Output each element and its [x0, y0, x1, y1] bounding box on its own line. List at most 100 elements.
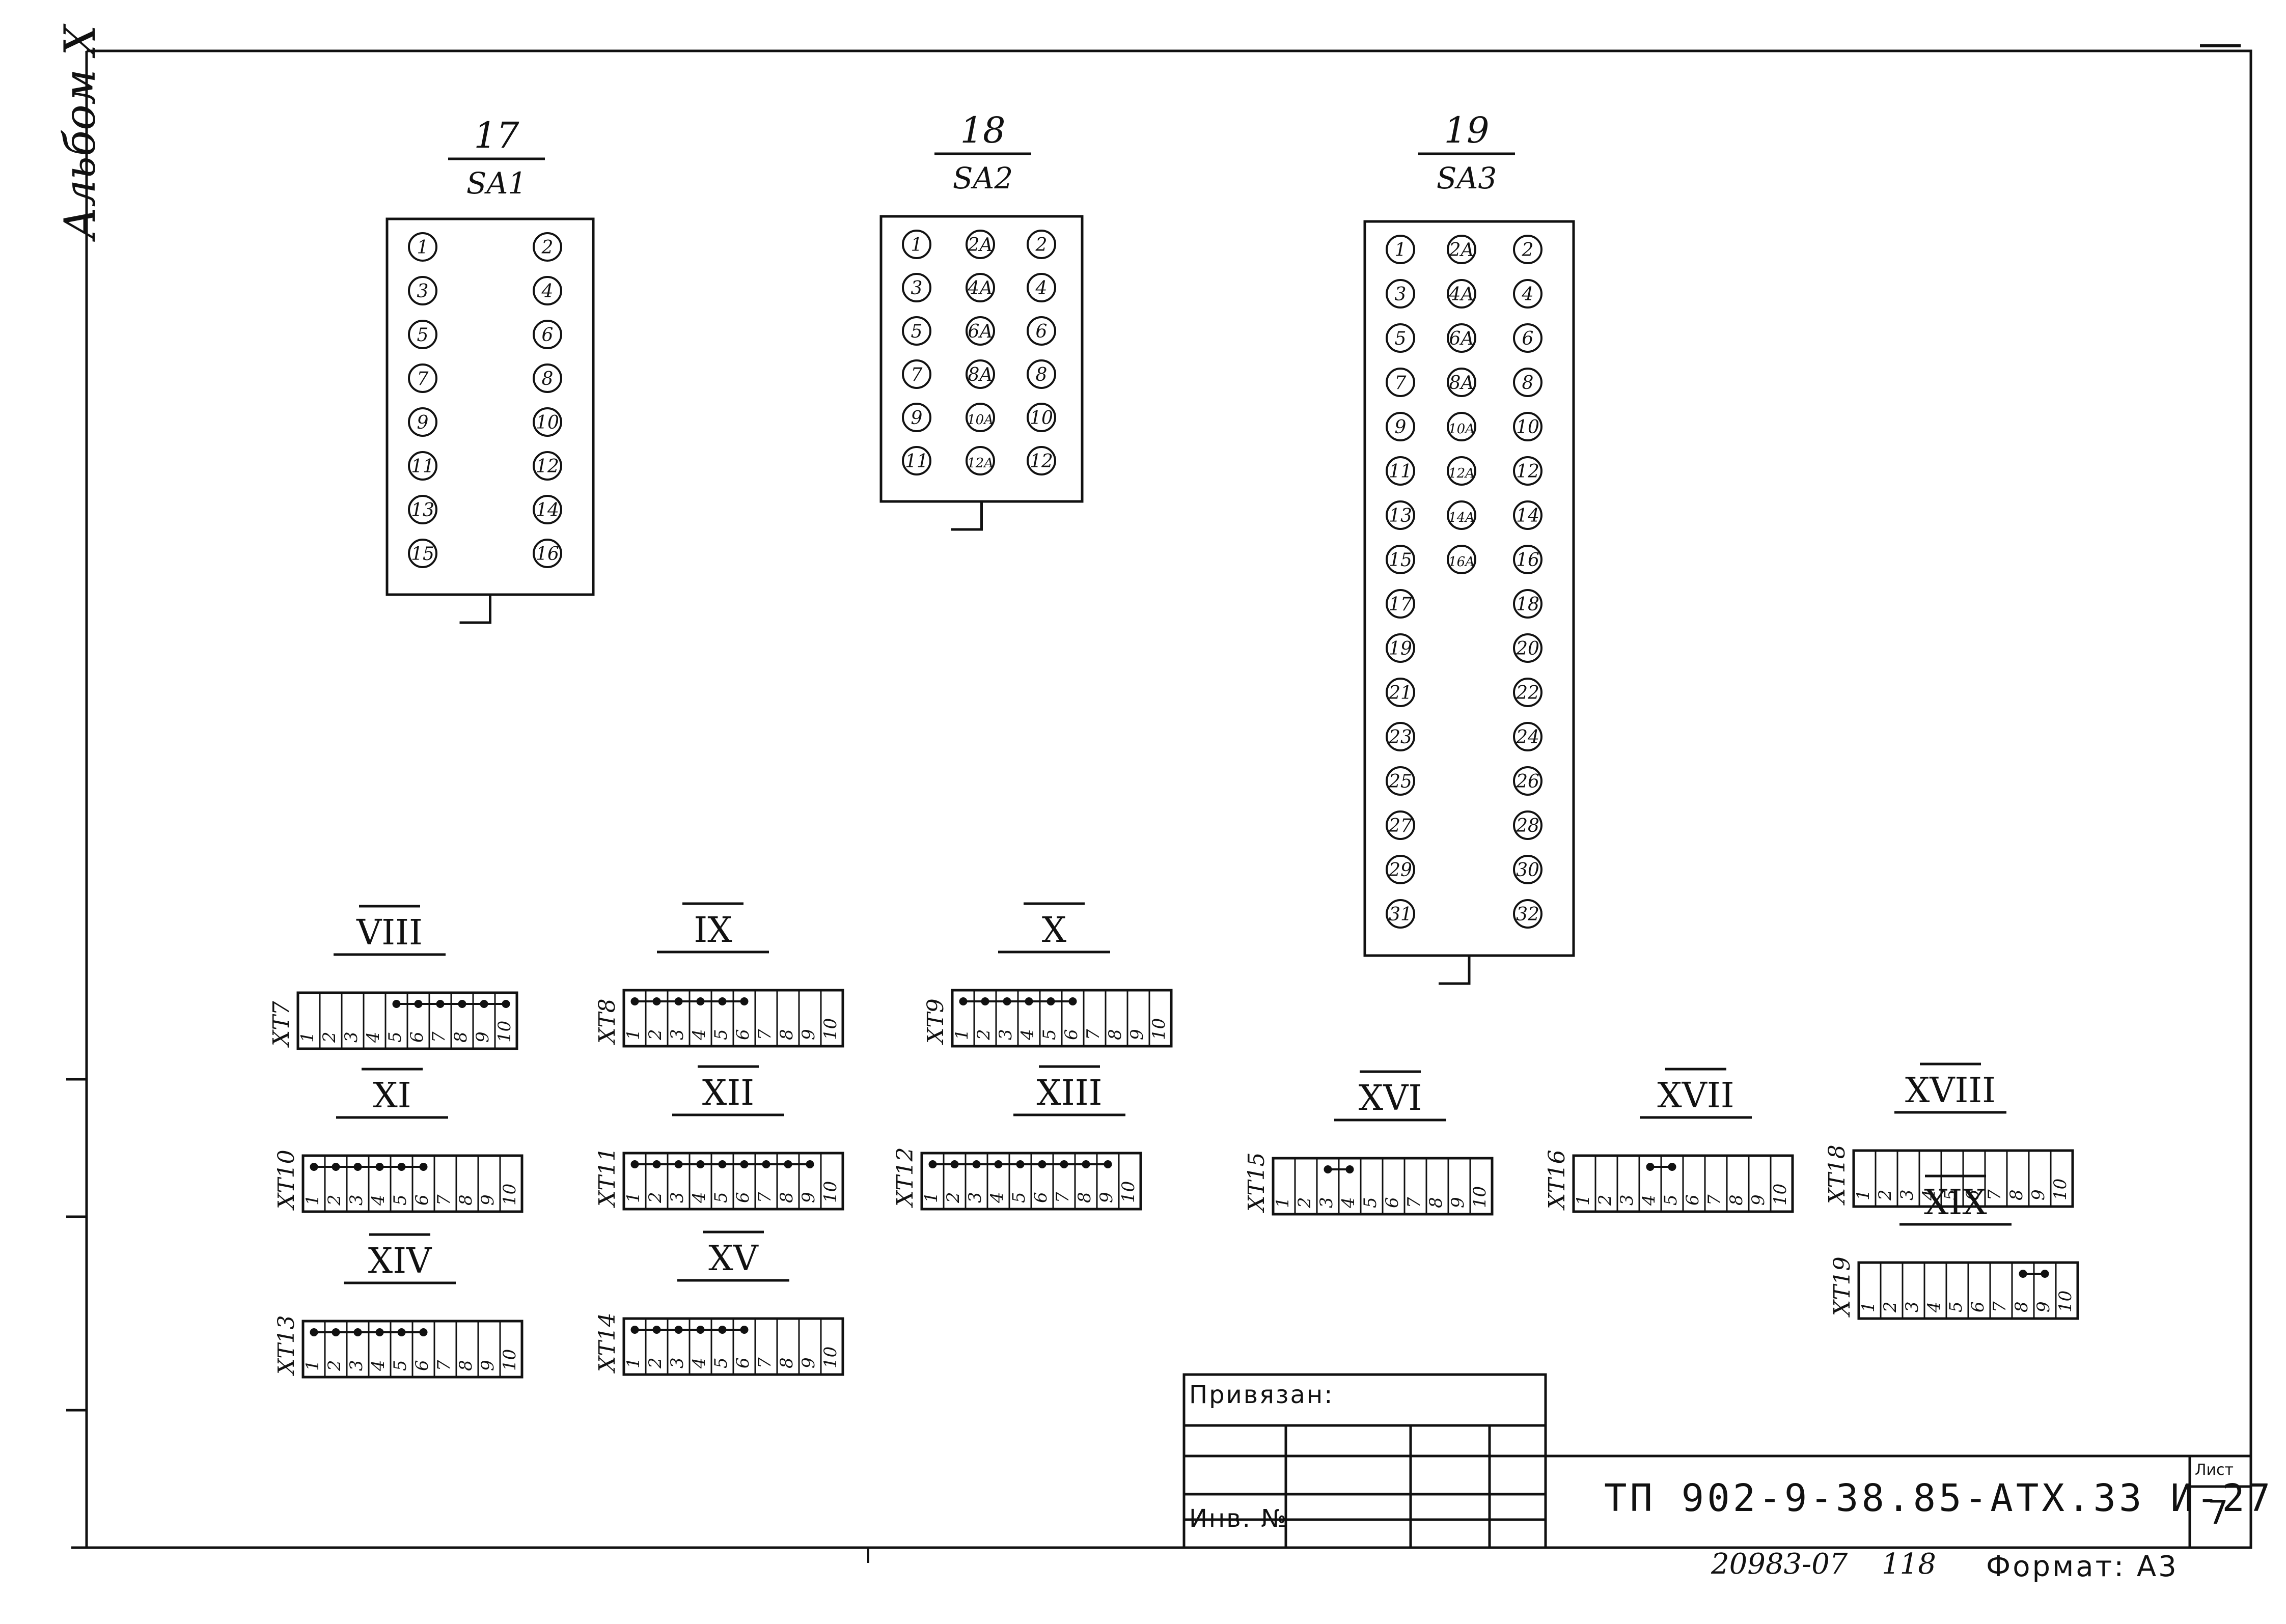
terminal-label: 7	[417, 369, 429, 389]
cell-number: 6	[1061, 1029, 1082, 1040]
cell-number: 6	[1683, 1194, 1703, 1206]
cell-number: 7	[1083, 1029, 1104, 1040]
terminal-label: 8	[1522, 373, 1534, 394]
block-xt-label: XT13	[273, 1315, 299, 1376]
terminal-circle	[1386, 500, 1415, 530]
cell-number: 10	[2050, 1179, 2071, 1200]
switch-body	[385, 217, 595, 596]
terminal-label: 29	[1388, 860, 1412, 881]
jumper-dot	[630, 1160, 639, 1168]
terminal-label: 13	[1389, 506, 1412, 526]
cell-number: 5	[1941, 1189, 1961, 1200]
cell-number: 7	[1985, 1189, 2005, 1200]
terminal-circle	[408, 407, 437, 437]
terminal-circle	[1027, 446, 1056, 475]
terminal-circle	[408, 320, 437, 349]
terminal-label: 16A	[1448, 554, 1475, 570]
cell-number: 6	[1382, 1197, 1402, 1208]
terminal-label: 5	[417, 325, 429, 346]
terminal-label: 7	[911, 365, 923, 385]
terminal-label: 25	[1388, 771, 1412, 792]
terminal-label: 2	[1522, 240, 1534, 261]
cell-number: 1	[302, 1360, 323, 1371]
cell-number: 8	[777, 1029, 797, 1040]
terminal-label: 4	[1035, 278, 1048, 299]
terminal-circle	[533, 407, 562, 437]
jumper-dot	[928, 1160, 937, 1168]
cell-number: 1	[302, 1194, 323, 1206]
jumper-dot	[652, 1326, 661, 1334]
terminal-circle	[408, 495, 437, 524]
block-roman-numeral: XIX	[1924, 1183, 1987, 1223]
terminal-label: 5	[1395, 328, 1407, 349]
block-roman-numeral: XV	[708, 1239, 759, 1279]
terminal-label: 7	[1395, 373, 1407, 394]
inv-label: Инв. №	[1189, 1504, 1288, 1533]
terminal-circle	[1513, 633, 1543, 663]
terminal-label: 30	[1516, 860, 1539, 881]
block-xt-label: XT11	[594, 1147, 620, 1208]
cell-number: 4	[689, 1029, 709, 1041]
jumper-dot	[332, 1328, 340, 1336]
cell-number: 8	[2006, 1189, 2027, 1200]
jumper-dot	[502, 1000, 510, 1008]
switch-lead	[1439, 956, 1471, 985]
terminal-label: 1	[417, 237, 429, 258]
cell-number: 9	[2028, 1189, 2049, 1200]
terminal-label: 11	[905, 451, 928, 472]
cell-number: 3	[667, 1357, 687, 1368]
terminal-label: 20	[1516, 638, 1539, 659]
terminal-circle	[1513, 766, 1543, 796]
jumper-dot	[1016, 1160, 1025, 1168]
cell-number: 5	[1360, 1197, 1381, 1208]
cell-number: 10	[820, 1181, 841, 1203]
jumper-dot	[397, 1328, 406, 1336]
cell-number: 5	[711, 1357, 731, 1368]
jumper-dot	[419, 1163, 428, 1171]
cell-number: 2	[645, 1192, 666, 1203]
jumper-dot	[674, 997, 683, 1005]
cell-number: 6	[412, 1360, 432, 1371]
cell-number: 9	[798, 1357, 819, 1368]
terminal-label: 11	[411, 456, 434, 477]
terminal-circle	[408, 276, 437, 305]
cell-number: 9	[478, 1194, 498, 1206]
terminal-circle	[1513, 235, 1543, 264]
cell-number: 6	[1963, 1189, 1983, 1200]
jumper-dot	[1345, 1165, 1354, 1173]
cell-number: 4	[363, 1031, 383, 1043]
cell-number: 7	[755, 1029, 775, 1040]
cell-number: 9	[1096, 1192, 1117, 1203]
jumper-dot	[1025, 997, 1033, 1005]
jumper-dot	[972, 1160, 981, 1168]
jumper-dot	[674, 1160, 683, 1168]
cell-number: 8	[2012, 1301, 2032, 1312]
cell-number: 2	[974, 1029, 994, 1041]
block-xt-label: XT7	[268, 1001, 294, 1048]
terminal-circle	[1386, 899, 1415, 929]
terminal-circle	[1513, 279, 1543, 309]
terminal-circle	[1027, 359, 1056, 389]
cell-number: 3	[346, 1194, 367, 1206]
switch-name: SA2	[953, 161, 1013, 195]
cell-number: 10	[1470, 1186, 1490, 1208]
block-roman-numeral: XVIII	[1905, 1071, 1996, 1111]
terminal-label: 10	[1516, 417, 1539, 438]
cell-number: 4	[987, 1192, 1007, 1203]
block-roman-numeral: XII	[702, 1073, 754, 1113]
terminal-label: 32	[1516, 904, 1539, 925]
block-xt-label: XT10	[273, 1150, 299, 1211]
terminal-circle	[1386, 722, 1415, 751]
cell-number: 10	[1118, 1181, 1139, 1203]
terminal-label: 11	[1389, 461, 1412, 482]
jumper-dot	[1324, 1165, 1332, 1173]
cell-number: 9	[2033, 1301, 2054, 1312]
document-code: ТП 902-9-38.85-АТХ.33 И-27	[1604, 1476, 2274, 1520]
terminal-circle	[902, 273, 931, 302]
cell-number: 5	[385, 1031, 405, 1043]
terminal-label: 13	[411, 500, 434, 521]
terminal-circle	[966, 446, 995, 475]
jumper-dot	[696, 997, 705, 1005]
jumper-dot	[353, 1163, 362, 1171]
